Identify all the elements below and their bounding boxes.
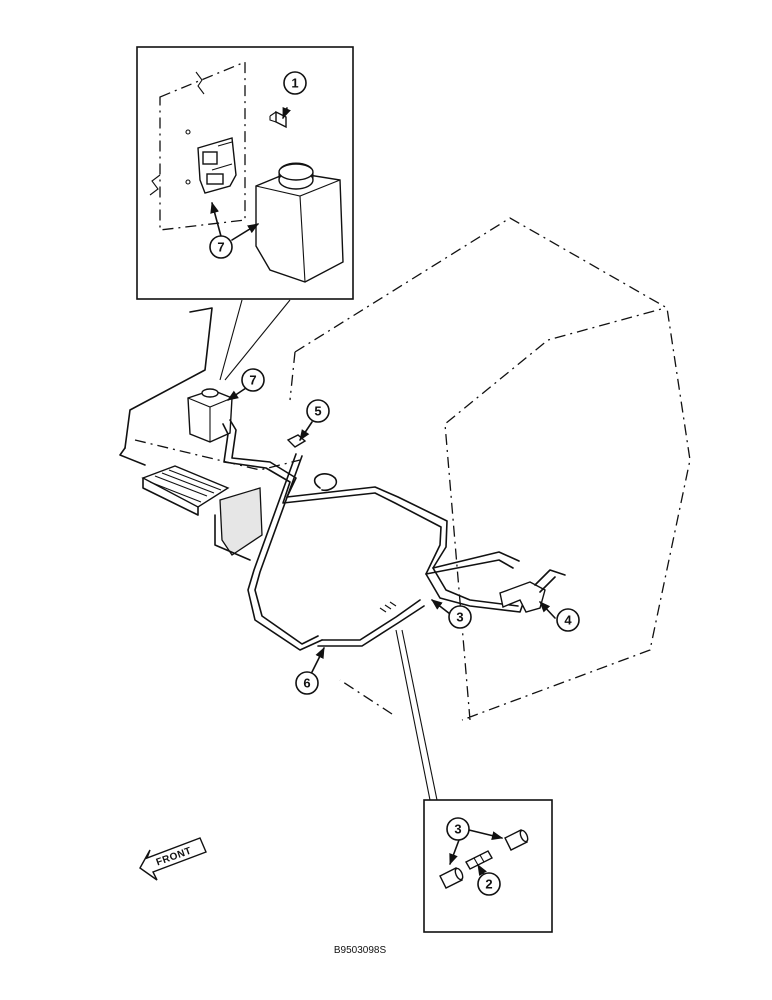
callout-7: 7 [241,368,265,392]
callout-3-inset-label: 3 [454,822,461,837]
callout-6: 6 [295,671,319,695]
callout-3: 3 [448,605,472,629]
callout-2: 2 [477,872,501,896]
reference-code: B9503098S [333,945,387,956]
callout-5-label: 5 [314,404,321,419]
callout-1-label: 1 [291,76,298,91]
callout-7-label: 7 [249,373,256,388]
washer-tank-installed [187,388,233,443]
front-direction-arrow: FRONT [139,837,207,881]
callout-1: 1 [283,71,307,95]
callout-4-label: 4 [564,613,572,628]
cab-outline [289,217,691,721]
mounting-bracket [185,129,237,194]
connector-detail-inset [423,799,553,933]
callout-3-label: 3 [456,610,463,625]
callout-3-inset: 3 [446,817,470,841]
callout-5: 5 [306,399,330,423]
tank-detail-inset [136,46,354,300]
callout-7-inset-label: 7 [217,240,224,255]
callout-7-inset: 7 [209,235,233,259]
callout-4: 4 [556,608,580,632]
upper-frame [119,307,301,561]
washer-tank [255,162,344,283]
washer-hose [222,419,566,651]
callout-2-label: 2 [485,877,492,892]
callout-6-label: 6 [303,676,310,691]
